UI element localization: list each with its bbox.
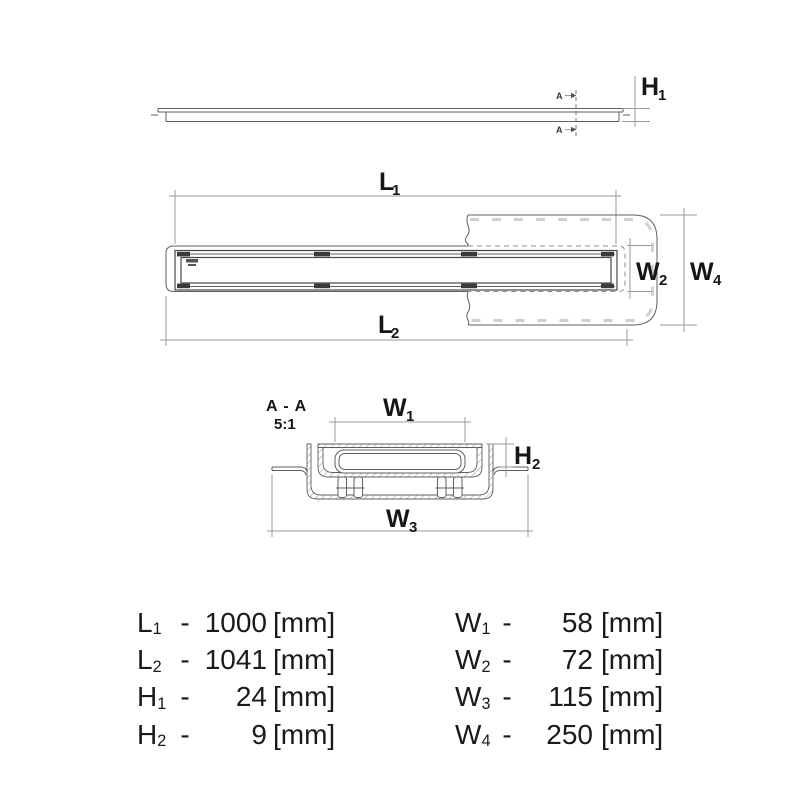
l1-label: L (379, 168, 394, 196)
table-row-h2: H2 - 9 [mm] (137, 718, 336, 751)
dimension-w2: W 2 (627, 238, 667, 299)
tray-inner (338, 453, 462, 470)
w1-label: W (383, 394, 407, 422)
top-view: L 1 (160, 168, 722, 346)
section-scale: 5:1 (274, 416, 296, 433)
w1-value: 58 (561, 606, 593, 638)
flange-outline-hidden (468, 245, 626, 292)
table-row-w2: W2 - 72 [mm] (455, 644, 664, 676)
w2-value: 72 (561, 644, 593, 676)
dimension-table-left: L1 - 1000 [mm] L2 - 1041 [mm] H1 - 24 [m… (137, 604, 335, 754)
membrane-torn-edge-top (464, 214, 470, 247)
table-row-l1: L1 - 1000 [mm] (137, 606, 336, 639)
membrane-outline (468, 214, 658, 326)
dimension-w4: W 4 (660, 208, 722, 332)
insert-pan-band (317, 447, 483, 478)
membrane-torn-edge-bottom (466, 291, 471, 326)
grate (174, 249, 618, 291)
svg-text:2: 2 (659, 272, 667, 289)
w4-label: W (690, 258, 714, 286)
h2-value: 9 (251, 718, 267, 750)
w4-value: 250 (546, 718, 593, 750)
table-row-h1: H1 - 24 [mm] (137, 681, 336, 713)
housing-wings (271, 466, 529, 476)
grate-opening (180, 256, 612, 284)
svg-text:2: 2 (532, 456, 540, 473)
drain-side-outline (151, 108, 630, 122)
cross-section-view: A - A 5:1 W 1 (266, 394, 540, 537)
h2-label: H (514, 442, 532, 470)
dimension-h2: H 2 (486, 437, 540, 477)
membrane (464, 214, 658, 326)
svg-text:1: 1 (406, 408, 414, 425)
dimension-table-right: W1 - 58 [mm] W2 - 72 [mm] W3 - 115 [mm] … (455, 604, 663, 754)
dimension-h1: H 1 (622, 73, 666, 127)
l1-value: 1000 (204, 606, 267, 638)
brand-mark (186, 259, 198, 266)
flange-outline-solid (165, 245, 468, 292)
section-title: A - A (266, 398, 307, 415)
grate-clips (177, 251, 614, 289)
insert-rim (317, 443, 483, 448)
svg-text:3: 3 (409, 519, 417, 536)
section-cut-line: A A (556, 90, 577, 137)
svg-text:1: 1 (658, 87, 666, 104)
l2-value: 1041 (204, 644, 267, 676)
svg-text:1: 1 (392, 182, 400, 199)
section-marker-bottom: A (556, 125, 563, 135)
drain-insert (317, 443, 483, 478)
w2-label: W (636, 258, 660, 286)
h1-value: 24 (235, 681, 267, 713)
dimension-w3: W 3 (267, 474, 533, 537)
support-feet (336, 476, 464, 498)
side-profile-view: A A H 1 (151, 73, 666, 137)
dimension-l2: L 2 (160, 296, 633, 346)
h1-label: H (641, 73, 659, 101)
w3-value: 115 (548, 681, 593, 713)
w3-label: W (386, 505, 410, 533)
svg-text:2: 2 (391, 325, 399, 342)
membrane-stitch-dashes (470, 218, 654, 322)
svg-text:4: 4 (713, 272, 722, 289)
table-row-w4: W4 - 250 [mm] (455, 718, 664, 751)
l2-label: L (378, 311, 393, 339)
dimension-l1: L 1 (169, 168, 621, 244)
table-row-w3: W3 - 115 [mm] (455, 681, 664, 713)
channel-flange (165, 245, 626, 292)
table-row-l2: L2 - 1041 [mm] (137, 644, 336, 676)
section-marker-top: A (556, 91, 563, 101)
grate-frame (174, 249, 618, 291)
table-row-w1: W1 - 58 [mm] (455, 606, 664, 639)
dimension-w1: W 1 (329, 394, 471, 442)
